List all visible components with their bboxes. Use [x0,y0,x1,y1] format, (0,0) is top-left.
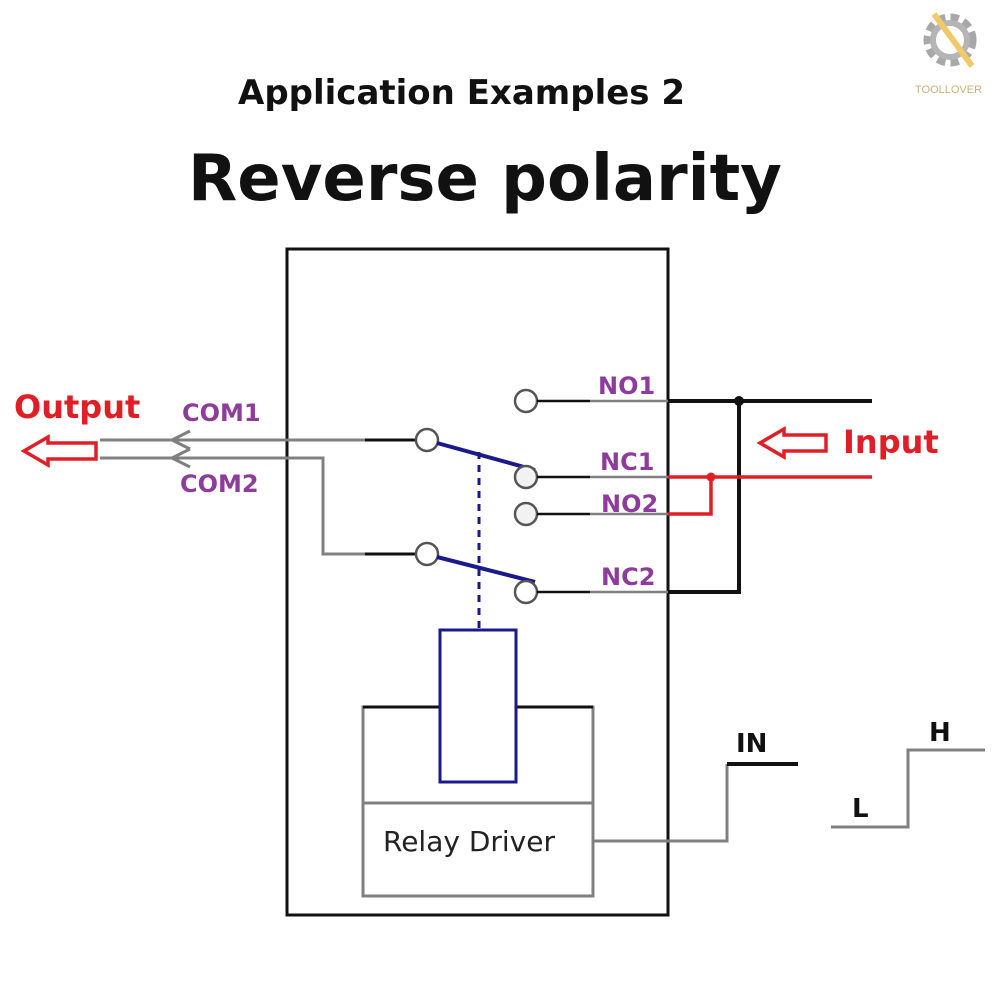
red-input-wire [668,472,872,516]
logo-brand-text: TOOLLOVER [915,84,982,96]
high-level-label: H [929,718,951,748]
no2-terminal [513,501,539,527]
input-label: Input [843,423,939,461]
com2-terminal [414,541,440,567]
no1-terminal [513,388,539,414]
relay-switch-2 [414,501,539,605]
subtitle: Application Examples 2 [238,73,685,113]
com2-wire [100,447,416,556]
in-label: IN [736,729,767,759]
com1-terminal [414,427,440,453]
level-step-waveform [831,748,985,829]
no2-label: NO2 [601,490,658,518]
nc1-terminal [513,464,539,490]
relay-coil [438,628,518,784]
in-signal-wire [593,764,729,843]
junction-dot [734,396,744,406]
relay-driver-label: Relay Driver [383,825,555,858]
switch-2-contact-arm [436,555,536,584]
com1-wire [100,429,416,451]
relay-switch-1 [414,388,539,490]
input-arrow-icon [756,425,828,461]
gear-icon [923,13,977,67]
switch-1-contact-arm [436,441,536,472]
relay-driver-box [361,801,595,898]
terminal-leads [537,399,668,594]
toollover-logo: TOOLLOVER [915,12,982,96]
page-title: Reverse polarity [188,142,782,216]
black-input-wire [668,396,872,594]
com1-label: COM1 [182,399,261,427]
nc2-terminal [513,579,539,605]
hammer-icon [931,12,975,68]
no1-label: NO1 [598,372,655,400]
output-label: Output [14,388,140,426]
output-arrow-icon [20,433,98,469]
nc2-label: NC2 [601,563,655,591]
com2-label: COM2 [180,470,259,498]
relay-module-box [285,247,670,917]
junction-dot [706,472,716,482]
low-level-label: L [852,794,869,824]
nc1-label: NC1 [600,448,654,476]
